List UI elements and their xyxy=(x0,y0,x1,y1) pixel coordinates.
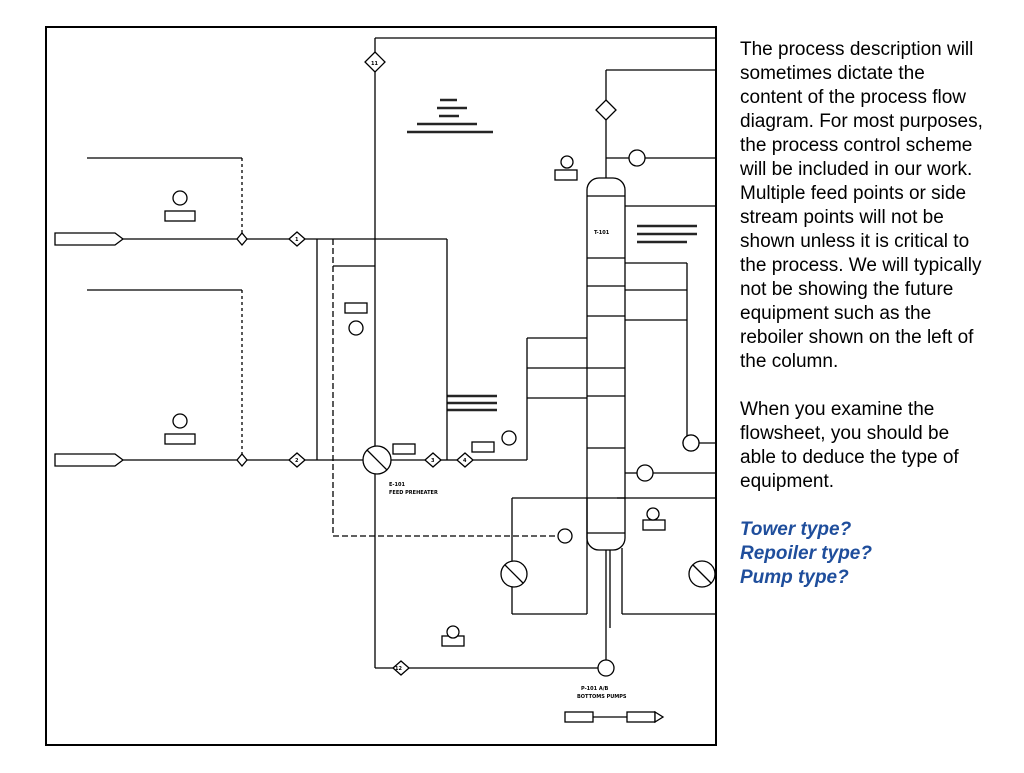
tower-id: T-101 xyxy=(594,230,610,236)
stream-label: 3 xyxy=(431,458,435,464)
question-pump-type: Pump type? xyxy=(740,567,849,588)
questions-list: Tower type? Repoiler type? Pump type? xyxy=(740,518,990,590)
question-reboiler-type: Repoiler type? xyxy=(740,543,872,564)
stream-label: 11 xyxy=(371,61,378,67)
pump-id: P-101 A/B xyxy=(581,686,609,692)
stream-label: 1 xyxy=(295,237,299,243)
stream-label: 2 xyxy=(295,458,299,464)
pump-name: BOTTOMS PUMPS xyxy=(577,694,627,700)
description-paragraph: When you examine the flowsheet, you shou… xyxy=(740,399,959,492)
description-panel: The process description will sometimes d… xyxy=(740,38,990,590)
pump-p101: P-101 A/B BOTTOMS PUMPS xyxy=(577,659,627,700)
question-tower-type: Tower type? xyxy=(740,519,852,540)
pfd-drawing: 11 T-101 xyxy=(54,37,715,724)
exchanger-name: FEED PREHEATER xyxy=(389,490,438,496)
description-paragraph: The process description will sometimes d… xyxy=(740,39,983,372)
tower-column: T-101 xyxy=(586,177,626,551)
stream-label: 12 xyxy=(395,666,402,672)
stream-label: 4 xyxy=(463,458,467,464)
exchanger-id: E-101 xyxy=(389,482,405,488)
process-flow-diagram: 11 T-101 xyxy=(45,26,717,746)
